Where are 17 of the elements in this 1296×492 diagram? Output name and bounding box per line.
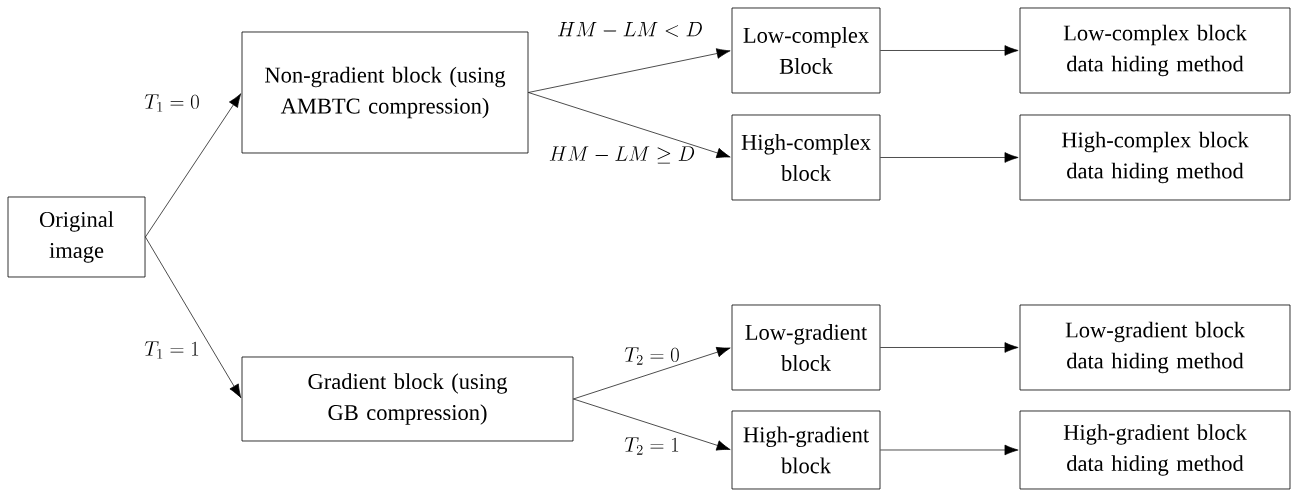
edge-label: $T_1 = 1$ bbox=[144, 341, 199, 359]
process-box: Low-gradient block bbox=[731, 304, 881, 391]
process-box: Non-gradient block (using AMBTC compression) bbox=[241, 31, 529, 154]
edge-label: $HM - LM \geq D$ bbox=[549, 146, 695, 164]
process-box: Gradient block (using GB compression) bbox=[241, 356, 574, 442]
edge-label: $T_2 = 1$ bbox=[624, 437, 679, 455]
process-box: High-complex block data hiding method bbox=[1019, 114, 1291, 201]
edge-label: $HM - LM < D$ bbox=[558, 22, 702, 37]
edge-label: $T_2 = 0$ bbox=[624, 347, 679, 365]
process-box: High-gradient block data hiding method bbox=[1019, 410, 1291, 490]
process-box: Low-gradient block data hiding method bbox=[1019, 304, 1291, 391]
process-box: High-complex block bbox=[731, 114, 881, 201]
edge-label: $T_1 = 0$ bbox=[144, 94, 199, 112]
process-box: Low-complex Block bbox=[731, 7, 881, 94]
process-box: Original image bbox=[7, 196, 146, 278]
process-box: High-gradient block bbox=[731, 410, 881, 490]
process-box: Low-complex block data hiding method bbox=[1019, 7, 1291, 94]
